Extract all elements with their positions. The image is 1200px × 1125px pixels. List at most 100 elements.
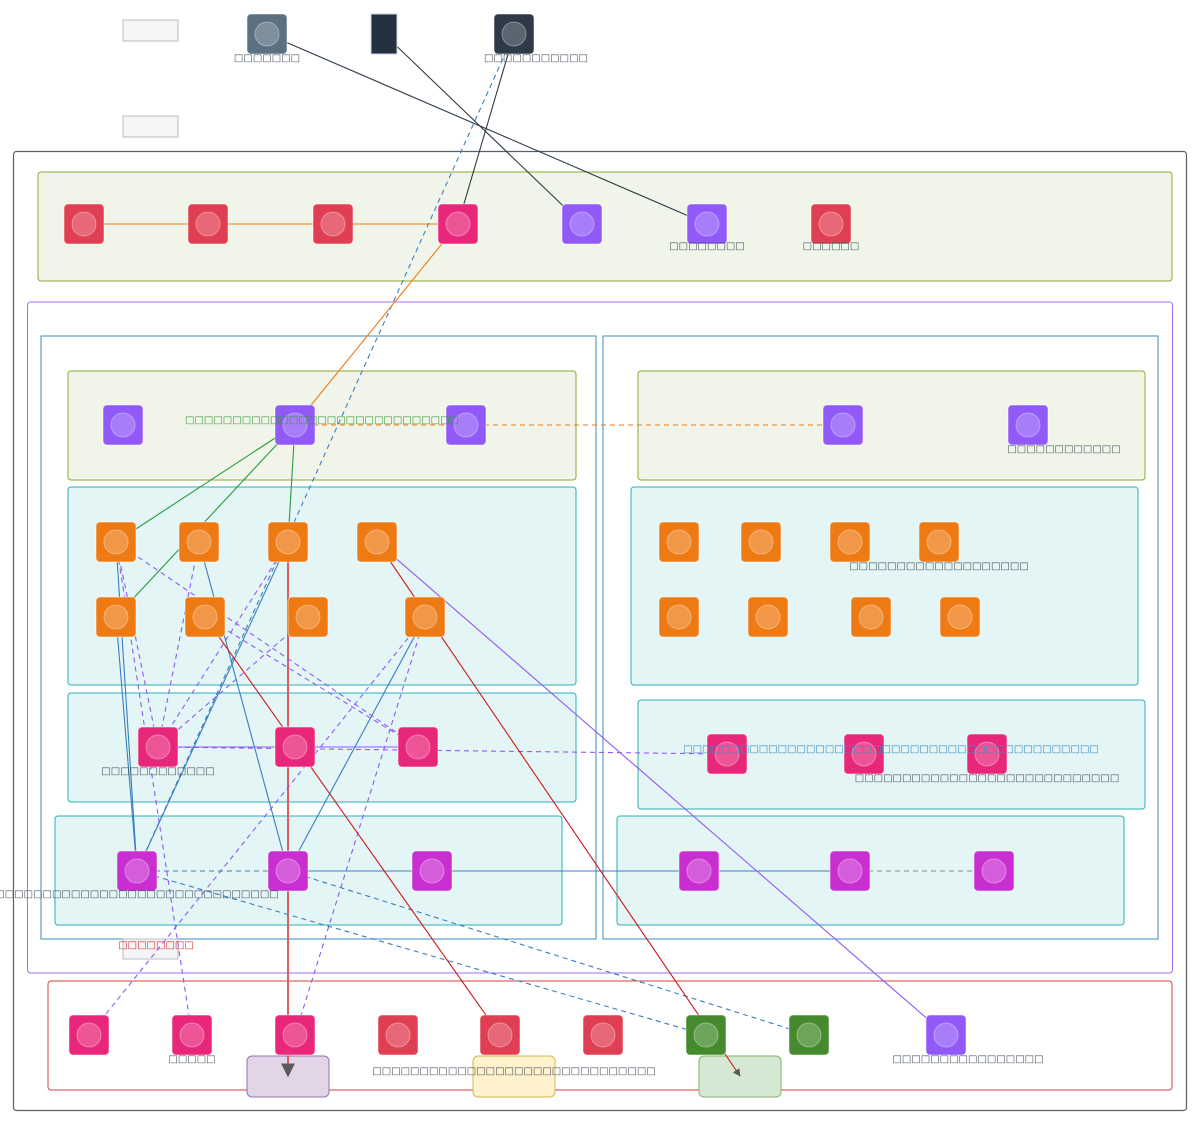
node-b8[interactable] bbox=[788, 1014, 830, 1056]
node-b2[interactable] bbox=[171, 1014, 213, 1056]
node-ro5[interactable] bbox=[658, 596, 700, 638]
edge-lp2-to-lo5 bbox=[115, 424, 296, 618]
node-rk3-icon bbox=[974, 741, 1000, 767]
node-b9[interactable] bbox=[925, 1014, 967, 1056]
node-t1-shape bbox=[63, 203, 105, 245]
node-lm3[interactable] bbox=[411, 850, 453, 892]
node-rk2[interactable] bbox=[843, 733, 885, 775]
node-b2-shape bbox=[171, 1014, 213, 1056]
floating-label: □□□□□□□□ bbox=[118, 940, 194, 951]
node-t1-icon bbox=[71, 211, 97, 237]
node-rp2[interactable] bbox=[1007, 404, 1049, 446]
node-t7[interactable] bbox=[810, 203, 852, 245]
legend-box-1 bbox=[122, 19, 179, 42]
node-b9-shape bbox=[925, 1014, 967, 1056]
node-lk2-icon bbox=[282, 734, 308, 760]
node-ro6[interactable] bbox=[747, 596, 789, 638]
node-ro8[interactable] bbox=[939, 596, 981, 638]
right-purple-label: □□□□□□□□□□□□ bbox=[1007, 444, 1120, 455]
edge-ext-a-to-t6 bbox=[266, 33, 708, 225]
edge-lk1-to-lo3 bbox=[157, 541, 289, 748]
nodes-layer bbox=[63, 13, 1049, 1056]
node-rp1[interactable] bbox=[822, 404, 864, 446]
node-lo6[interactable] bbox=[184, 596, 226, 638]
node-ext-c[interactable] bbox=[493, 13, 535, 55]
node-ext-a[interactable] bbox=[246, 13, 288, 55]
node-rm1-shape bbox=[678, 850, 720, 892]
node-t7-shape bbox=[810, 203, 852, 245]
node-lo1-icon bbox=[103, 529, 129, 555]
node-t2-shape bbox=[187, 203, 229, 245]
node-lo1[interactable] bbox=[95, 521, 137, 563]
node-t1[interactable] bbox=[63, 203, 105, 245]
node-lo3[interactable] bbox=[267, 521, 309, 563]
node-lm1[interactable] bbox=[116, 850, 158, 892]
node-rm2[interactable] bbox=[829, 850, 871, 892]
node-lm1-icon bbox=[124, 858, 150, 884]
node-ro1-shape bbox=[658, 521, 700, 563]
node-ext-b[interactable] bbox=[370, 13, 398, 55]
node-lm1-shape bbox=[116, 850, 158, 892]
node-lo5[interactable] bbox=[95, 596, 137, 638]
node-b8-shape bbox=[788, 1014, 830, 1056]
node-t4[interactable] bbox=[437, 203, 479, 245]
node-lo7[interactable] bbox=[287, 596, 329, 638]
node-lk1[interactable] bbox=[137, 726, 179, 768]
node-ro1[interactable] bbox=[658, 521, 700, 563]
node-lm2-icon bbox=[275, 858, 301, 884]
node-lp1-icon bbox=[110, 412, 136, 438]
edge-b9-to-lo4 bbox=[376, 541, 947, 1036]
node-lm3-icon bbox=[419, 858, 445, 884]
node-t5[interactable] bbox=[561, 203, 603, 245]
node-b5[interactable] bbox=[479, 1014, 521, 1056]
node-b7[interactable] bbox=[685, 1014, 727, 1056]
node-b4-shape bbox=[377, 1014, 419, 1056]
node-ro4[interactable] bbox=[918, 521, 960, 563]
node-rp2-shape bbox=[1007, 404, 1049, 446]
node-ro5-shape bbox=[658, 596, 700, 638]
node-rm3[interactable] bbox=[973, 850, 1015, 892]
node-b4[interactable] bbox=[377, 1014, 419, 1056]
node-lo6-icon bbox=[192, 604, 218, 630]
node-ro3[interactable] bbox=[829, 521, 871, 563]
node-lo2[interactable] bbox=[178, 521, 220, 563]
node-b6[interactable] bbox=[582, 1014, 624, 1056]
node-b1[interactable] bbox=[68, 1014, 110, 1056]
node-ro6-shape bbox=[747, 596, 789, 638]
node-rk3[interactable] bbox=[966, 733, 1008, 775]
node-b3[interactable] bbox=[274, 1014, 316, 1056]
node-lo5-icon bbox=[103, 604, 129, 630]
node-b2-icon bbox=[179, 1022, 205, 1048]
node-lp3[interactable] bbox=[445, 404, 487, 446]
node-ext-c-shape bbox=[493, 13, 535, 55]
edge-lm2-to-lo8 bbox=[287, 616, 426, 872]
node-t2[interactable] bbox=[187, 203, 229, 245]
node-lk3-icon bbox=[405, 734, 431, 760]
node-ro3-shape bbox=[829, 521, 871, 563]
node-lm2[interactable] bbox=[267, 850, 309, 892]
node-lp2-icon bbox=[282, 412, 308, 438]
node-ro2[interactable] bbox=[740, 521, 782, 563]
node-ro7[interactable] bbox=[850, 596, 892, 638]
node-t3[interactable] bbox=[312, 203, 354, 245]
node-lo4[interactable] bbox=[356, 521, 398, 563]
node-lp1[interactable] bbox=[102, 404, 144, 446]
left-pink-label: □□□□□□□□□□□□ bbox=[101, 766, 214, 777]
edge-lo1-to-lk3 bbox=[115, 541, 419, 748]
node-lk2[interactable] bbox=[274, 726, 316, 768]
floating-label-box bbox=[122, 938, 179, 960]
node-lp2[interactable] bbox=[274, 404, 316, 446]
node-lk3[interactable] bbox=[397, 726, 439, 768]
edge-t4-to-lp2 bbox=[294, 223, 459, 426]
node-lo8-shape bbox=[404, 596, 446, 638]
node-rk2-shape bbox=[843, 733, 885, 775]
node-ro7-icon bbox=[858, 604, 884, 630]
node-rk2-icon bbox=[851, 741, 877, 767]
node-ro2-shape bbox=[740, 521, 782, 563]
node-rk1[interactable] bbox=[706, 733, 748, 775]
node-lo8[interactable] bbox=[404, 596, 446, 638]
node-rm1[interactable] bbox=[678, 850, 720, 892]
node-t6[interactable] bbox=[686, 203, 728, 245]
node-rk1-shape bbox=[706, 733, 748, 775]
bottom-box-green bbox=[698, 1055, 782, 1098]
